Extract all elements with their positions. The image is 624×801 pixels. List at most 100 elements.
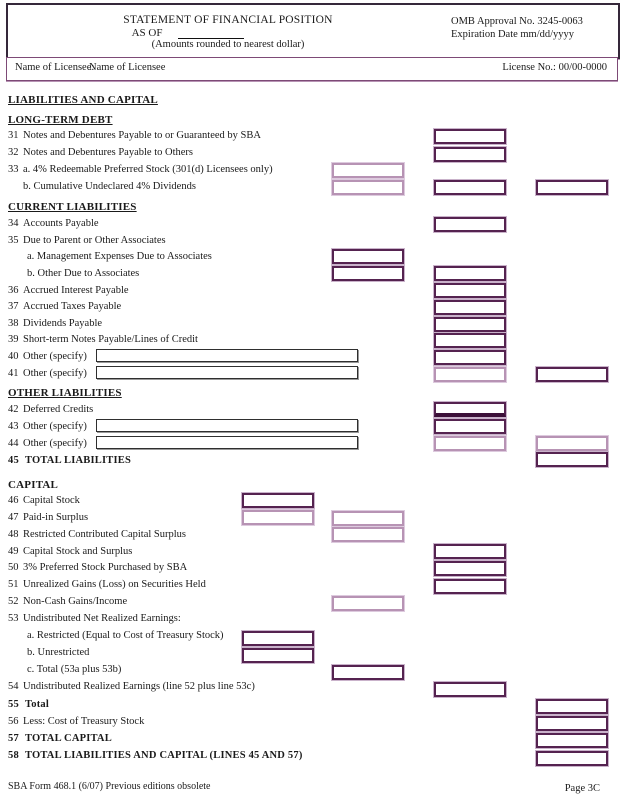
- line-label: Due to Parent or Other Associates: [23, 235, 166, 246]
- specify-input-44[interactable]: [96, 436, 358, 449]
- omb-approval: OMB Approval No. 3245-0063: [451, 16, 583, 27]
- line-number: 32: [8, 147, 19, 158]
- expiration-date: Expiration Date mm/dd/yyyy: [451, 29, 575, 40]
- amount-box-46[interactable]: [242, 493, 314, 508]
- license-number: License No.: 00/00-0000: [502, 62, 607, 73]
- line-number: 37: [8, 301, 19, 312]
- line-label: b. Cumulative Undeclared 4% Dividends: [23, 181, 196, 192]
- line-number: 58: [8, 750, 19, 761]
- line-label: Paid-in Surplus: [23, 512, 89, 523]
- amount-box-31[interactable]: [434, 129, 506, 144]
- amount-box-42[interactable]: [434, 402, 506, 417]
- amount-box-32[interactable]: [434, 147, 506, 162]
- amount-box-54[interactable]: [434, 682, 506, 697]
- amount-box-47-1[interactable]: [242, 510, 314, 525]
- specify-input-40[interactable]: [96, 349, 358, 362]
- amount-box-37[interactable]: [434, 300, 506, 315]
- form-title: STATEMENT OF FINANCIAL POSITION: [123, 14, 333, 26]
- amount-box-41-2[interactable]: [536, 367, 608, 382]
- amount-box-40[interactable]: [434, 350, 506, 365]
- amount-box-33b-3[interactable]: [536, 180, 608, 195]
- line-label: c. Total (53a plus 53b): [27, 664, 122, 675]
- line-label: TOTAL LIABILITIES AND CAPITAL (LINES 45 …: [25, 750, 303, 761]
- amount-box-53a[interactable]: [242, 631, 314, 646]
- amount-box-43[interactable]: [434, 419, 506, 434]
- line-label: Short-term Notes Payable/Lines of Credit: [23, 334, 198, 345]
- section-current-liabilities: CURRENT LIABILITIES: [8, 201, 137, 213]
- licensee-row: Name of Licensee: Name of Licensee Licen…: [6, 57, 618, 81]
- line-number: 53: [8, 613, 19, 624]
- line-number: 48: [8, 529, 19, 540]
- licensee-label: Name of Licensee:: [15, 62, 95, 73]
- page-number: Page 3C: [564, 783, 600, 794]
- line-number: 54: [8, 681, 19, 692]
- line-number: 40: [8, 351, 19, 362]
- line-label: Total: [25, 699, 49, 710]
- line-number: 52: [8, 596, 19, 607]
- line-label: Other (specify): [23, 368, 87, 379]
- amount-box-52[interactable]: [332, 596, 404, 611]
- line-label: Notes and Debentures Payable to or Guara…: [23, 130, 261, 141]
- as-of-blank-field[interactable]: [178, 28, 245, 39]
- line-label: Deferred Credits: [23, 404, 94, 415]
- amount-box-53b[interactable]: [242, 648, 314, 663]
- amount-box-47-2[interactable]: [332, 511, 404, 526]
- line-label: Dividends Payable: [23, 318, 103, 329]
- line-label: Unrealized Gains (Loss) on Securities He…: [23, 579, 206, 590]
- amount-box-39[interactable]: [434, 333, 506, 348]
- line-number: 50: [8, 562, 19, 573]
- line-label: a. Management Expenses Due to Associates: [27, 251, 212, 262]
- line-label: b. Other Due to Associates: [27, 268, 140, 279]
- amount-box-33a[interactable]: [332, 163, 404, 178]
- amount-box-50[interactable]: [434, 561, 506, 576]
- header-box: STATEMENT OF FINANCIAL POSITION AS OF (A…: [6, 3, 620, 59]
- amount-box-44-1[interactable]: [434, 436, 506, 451]
- amount-box-33b-1[interactable]: [332, 180, 404, 195]
- form-id: SBA Form 468.1 (6/07) Previous editions …: [8, 781, 211, 792]
- line-number: 44: [8, 438, 19, 449]
- amount-box-58[interactable]: [536, 751, 608, 766]
- line-label: a. Restricted (Equal to Cost of Treasury…: [27, 630, 224, 641]
- amount-box-49[interactable]: [434, 544, 506, 559]
- amount-box-57[interactable]: [536, 733, 608, 748]
- as-of-label: AS OF: [131, 27, 163, 39]
- line-number: 38: [8, 318, 19, 329]
- section-long-term-debt: LONG-TERM DEBT: [8, 114, 113, 126]
- amount-box-45[interactable]: [536, 452, 608, 467]
- line-label: Undistributed Realized Earnings (line 52…: [23, 681, 255, 692]
- line-label: Other (specify): [23, 351, 87, 362]
- as-of-line: AS OF: [8, 27, 368, 39]
- specify-input-41[interactable]: [96, 366, 358, 379]
- line-label: Other (specify): [23, 438, 87, 449]
- line-label: TOTAL LIABILITIES: [25, 455, 132, 466]
- specify-input-43[interactable]: [96, 419, 358, 432]
- amount-box-35b-2[interactable]: [434, 266, 506, 281]
- line-number: 49: [8, 546, 19, 557]
- line-label: Accrued Taxes Payable: [23, 301, 122, 312]
- line-number: 35: [8, 235, 19, 246]
- amount-box-56[interactable]: [536, 716, 608, 731]
- line-label: Accrued Interest Payable: [23, 285, 129, 296]
- amount-box-38[interactable]: [434, 317, 506, 332]
- amount-box-41-1[interactable]: [434, 367, 506, 382]
- line-label: Other (specify): [23, 421, 87, 432]
- line-label: Notes and Debentures Payable to Others: [23, 147, 193, 158]
- amount-box-33b-2[interactable]: [434, 180, 506, 195]
- amount-box-36[interactable]: [434, 283, 506, 298]
- amount-box-55[interactable]: [536, 699, 608, 714]
- amount-box-53c[interactable]: [332, 665, 404, 680]
- amounts-note: (Amounts rounded to nearest dollar): [151, 39, 305, 50]
- line-number: 34: [8, 218, 19, 229]
- amount-box-34[interactable]: [434, 217, 506, 232]
- section-capital: CAPITAL: [8, 479, 59, 491]
- amount-box-35a[interactable]: [332, 249, 404, 264]
- amount-box-44-2[interactable]: [536, 436, 608, 451]
- line-number: 55: [8, 699, 19, 710]
- line-number: 57: [8, 733, 19, 744]
- amount-box-35b-1[interactable]: [332, 266, 404, 281]
- amount-box-48[interactable]: [332, 527, 404, 542]
- line-label: Undistributed Net Realized Earnings:: [23, 613, 181, 624]
- line-number: 47: [8, 512, 19, 523]
- amount-box-51[interactable]: [434, 579, 506, 594]
